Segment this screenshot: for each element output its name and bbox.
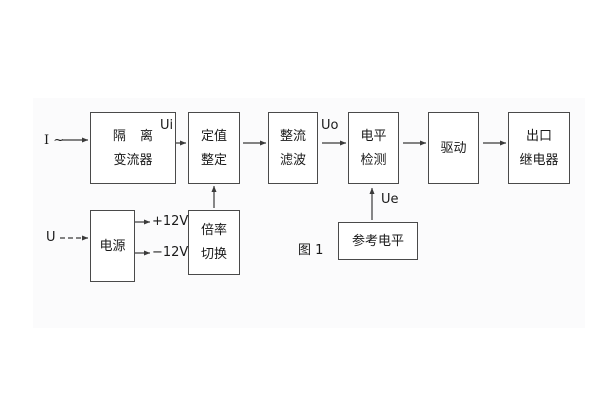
block-isolation-ct[interactable]: 隔 离 变流器 bbox=[90, 112, 176, 184]
block-label-line: 电平 bbox=[360, 128, 387, 144]
block-power-supply[interactable]: 电源 bbox=[90, 210, 135, 282]
figure-caption: 图 1 bbox=[298, 243, 324, 258]
block-label-line: 整流 bbox=[279, 128, 306, 144]
block-setting-adjust[interactable]: 定值 整定 bbox=[188, 112, 240, 184]
block-label-line: 检测 bbox=[360, 152, 387, 168]
block-label-line: 倍率 bbox=[200, 223, 227, 238]
block-label-line: 变流器 bbox=[113, 152, 153, 168]
block-label-line: 出口 bbox=[525, 128, 552, 144]
label-rail-minus-12v: −12V bbox=[152, 245, 189, 260]
label-signal-uo: Uo bbox=[321, 118, 339, 133]
label-signal-ui: Ui bbox=[160, 118, 174, 133]
block-label-line: 滤波 bbox=[279, 152, 306, 168]
block-label-line: 整定 bbox=[200, 152, 227, 168]
block-level-detect[interactable]: 电平 检测 bbox=[348, 112, 399, 184]
block-label-line: 参考电平 bbox=[351, 233, 404, 249]
block-label-line: 切换 bbox=[200, 247, 227, 262]
label-input-voltage: U bbox=[46, 230, 56, 245]
label-rail-plus-12v: +12V bbox=[152, 214, 189, 229]
block-rectify-filter[interactable]: 整流 滤波 bbox=[268, 112, 318, 184]
block-label-line: 继电器 bbox=[519, 152, 559, 168]
block-label-line: 定值 bbox=[200, 128, 227, 144]
block-multiplier-switch[interactable]: 倍率 切换 bbox=[188, 210, 240, 275]
block-label-line: 驱动 bbox=[440, 140, 467, 156]
block-label-line: 电源 bbox=[99, 238, 126, 254]
block-output-relay[interactable]: 出口 继电器 bbox=[508, 112, 570, 184]
block-reference-level[interactable]: 参考电平 bbox=[338, 222, 418, 260]
block-drive[interactable]: 驱动 bbox=[428, 112, 479, 184]
label-input-current: I ~ bbox=[44, 133, 65, 148]
label-signal-ue: Ue bbox=[381, 192, 399, 207]
block-label-line: 隔 离 bbox=[112, 128, 159, 144]
